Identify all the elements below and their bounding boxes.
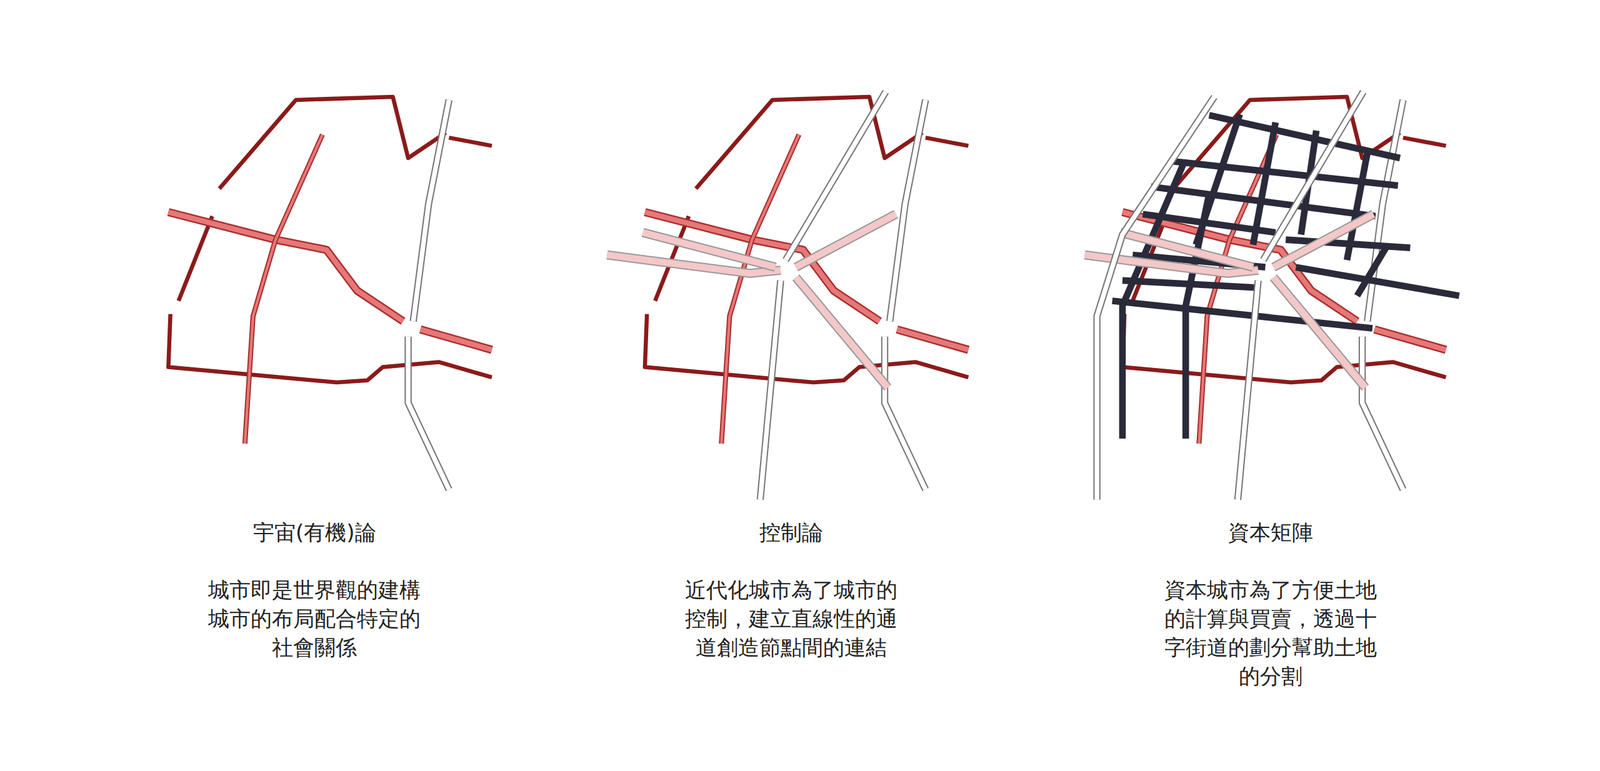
panel-description: 資本城市為了方便土地 的計算與買賣，透過十 字街道的劃分幫助土地 的分割 bbox=[1160, 575, 1382, 691]
panel-title: 宇宙(有機)論 bbox=[253, 520, 377, 545]
panel-description: 城市即是世界觀的建構 城市的布局配合特定的 社會關係 bbox=[203, 575, 425, 662]
panel-description: 近代化城市為了城市的 控制，建立直線性的通 道創造節點間的連結 bbox=[680, 575, 902, 662]
panel-title: 資本矩陣 bbox=[1228, 520, 1314, 545]
panel-title: 控制論 bbox=[759, 520, 824, 545]
